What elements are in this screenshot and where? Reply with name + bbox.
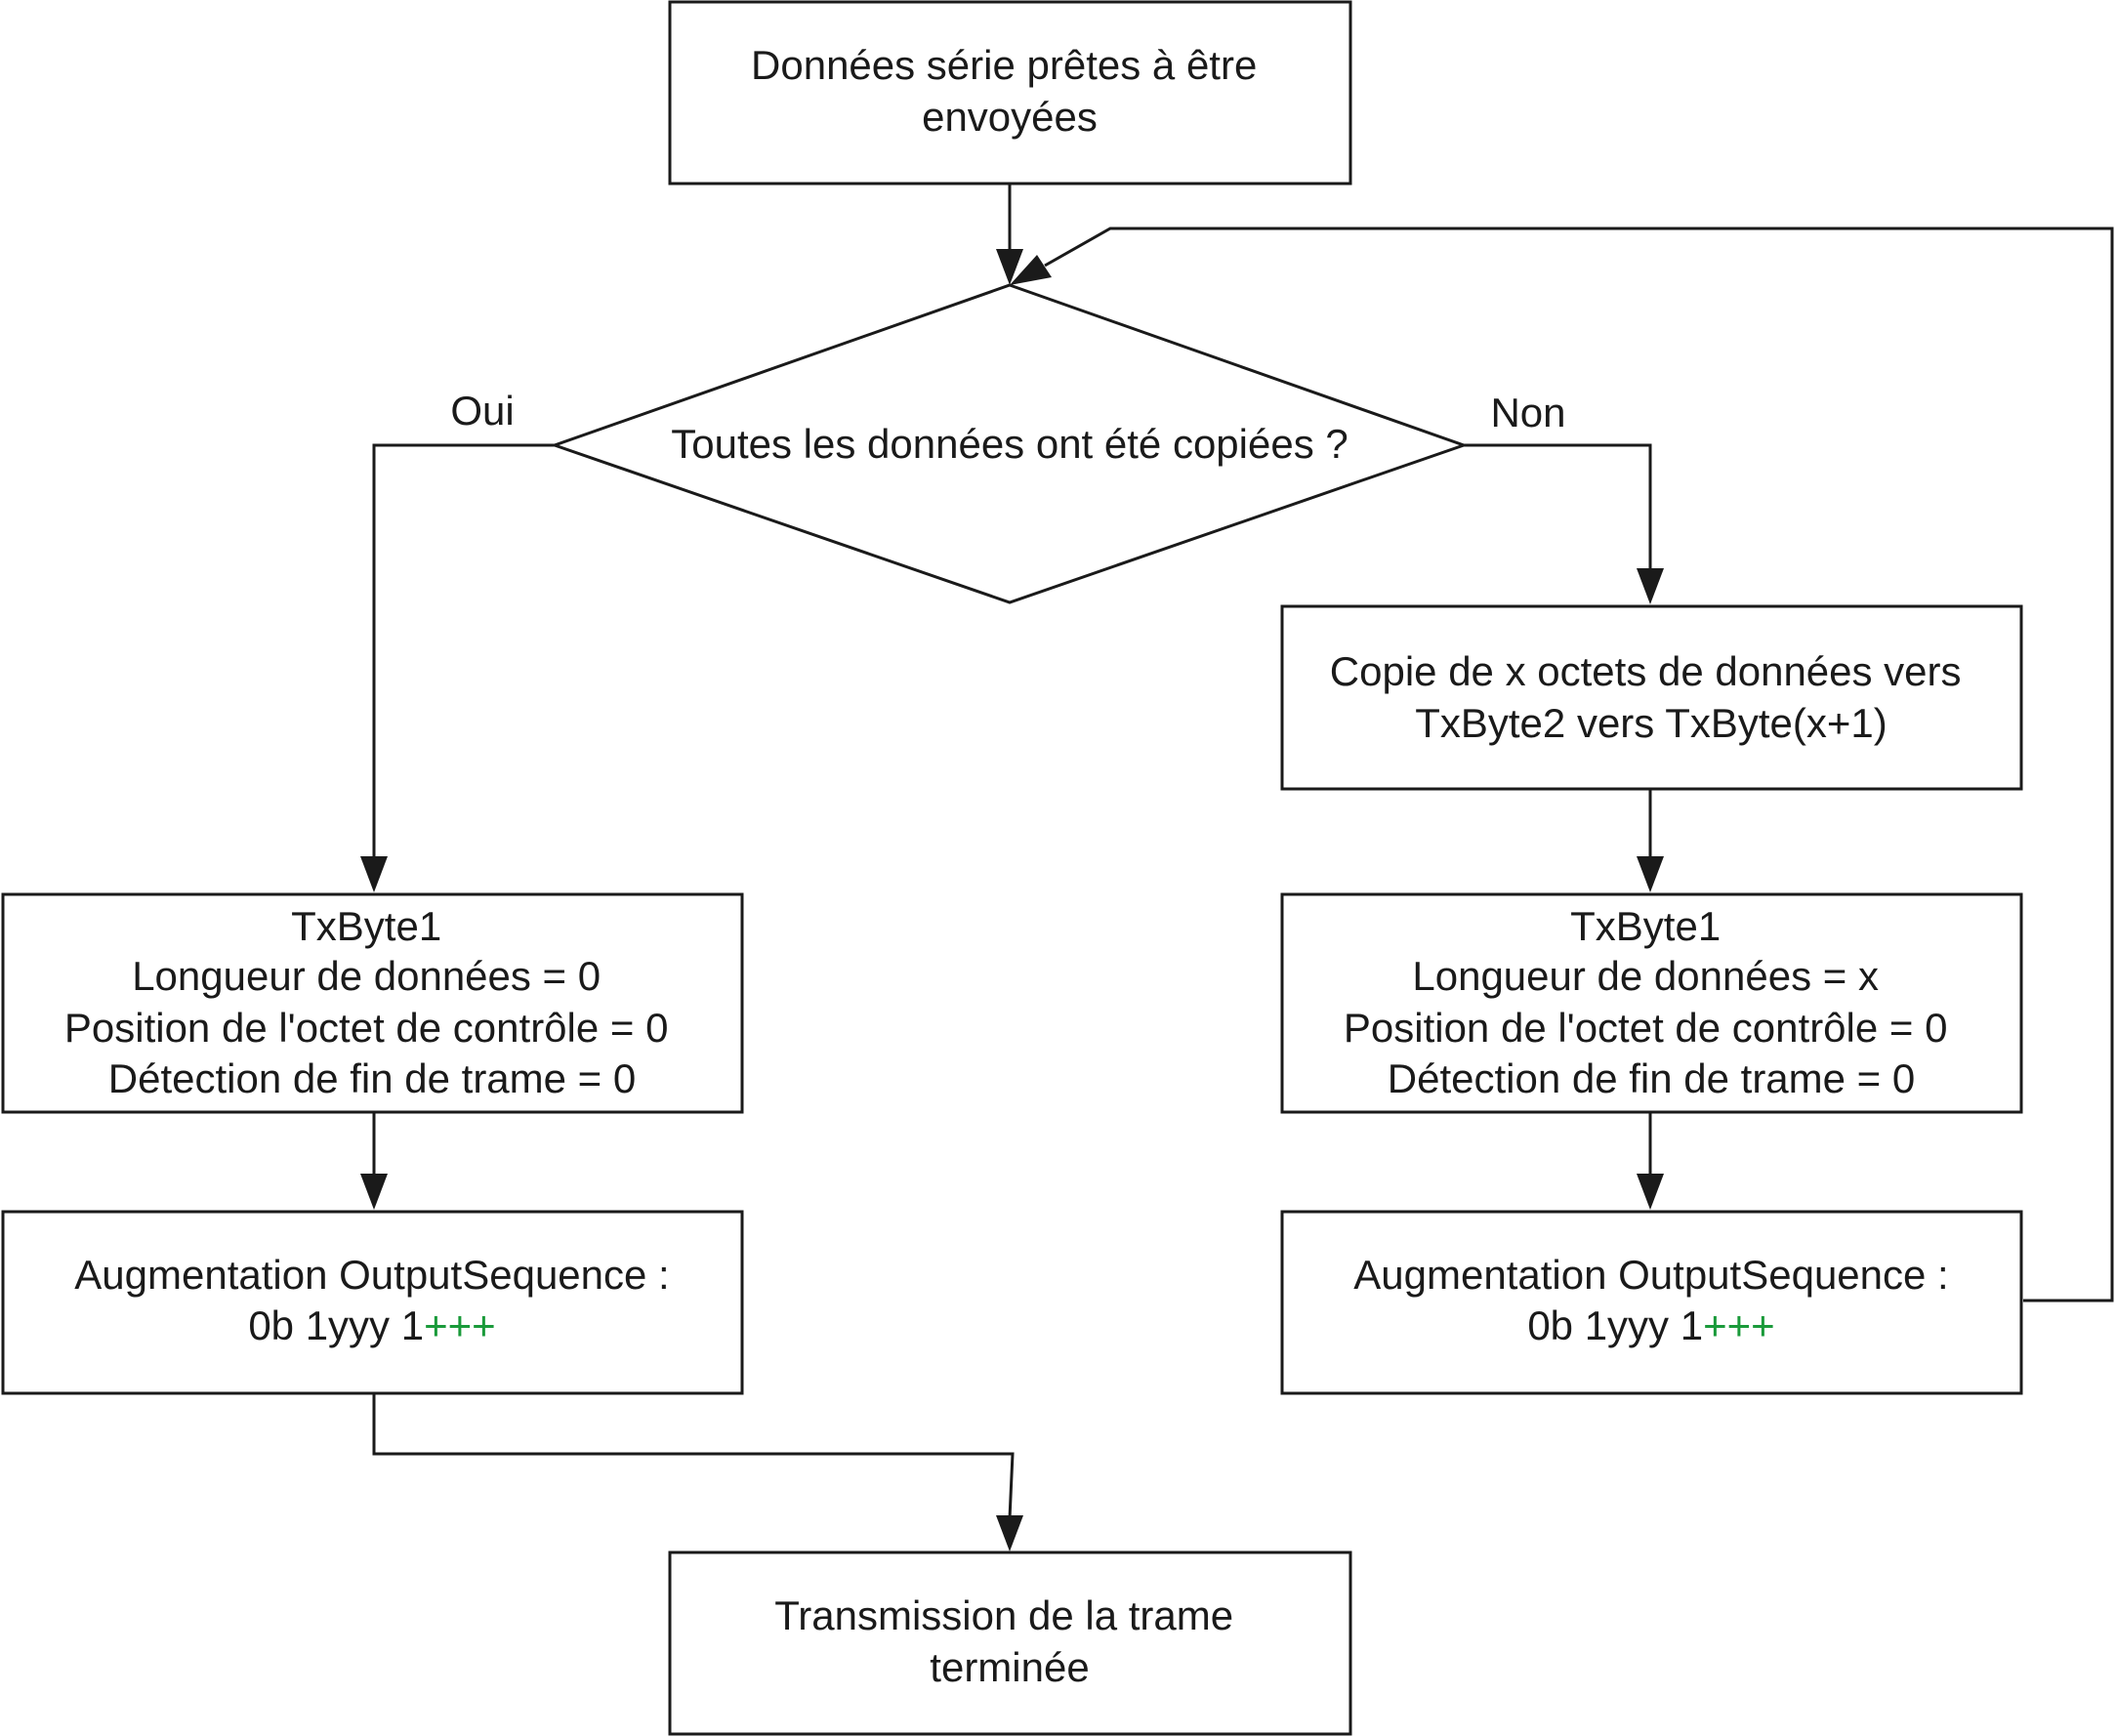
node-seq-left-box bbox=[1, 1210, 744, 1395]
node-txbyte-right-line-2: Longueur de données = x bbox=[1412, 953, 1879, 999]
arrowhead-loop-back bbox=[1010, 255, 1052, 285]
edge-decision-no bbox=[1464, 443, 1652, 571]
node-txbyte-left-line-3: Position de l'octet de contrôle = 0 bbox=[64, 1005, 669, 1051]
node-txbyte-left-box bbox=[1, 892, 744, 1114]
node-copy-line-2: TxByte2 vers TxByte(x+1) bbox=[1415, 700, 1888, 746]
arrowhead-txbyte-right-to-seq-right bbox=[1637, 1174, 1664, 1210]
edge-loop-back-to-decision bbox=[1044, 227, 2114, 1302]
svg-text:Transmission de la trame: Transmission de la trame terminée bbox=[774, 1592, 1245, 1690]
node-decision: Toutes les données ont été copiées ? bbox=[550, 283, 1469, 604]
arrowhead-decision-yes bbox=[360, 856, 388, 892]
node-copy: Copie de x octets de données vers TxByte… bbox=[1280, 604, 2023, 791]
node-seq-right-line-2-accent: +++ bbox=[1703, 1302, 1775, 1348]
node-seq-right-line-2: 0b 1yyy 1+++ bbox=[1527, 1302, 1774, 1348]
node-seq-right-line-2-prefix: 0b 1yyy 1 bbox=[1527, 1302, 1703, 1348]
svg-text:Copie de x octets de données v: Copie de x octets de données vers TxByte… bbox=[1330, 648, 1972, 746]
arrowhead-copy-to-txbyte-right bbox=[1637, 856, 1664, 892]
node-decision-diamond bbox=[550, 283, 1469, 604]
node-txbyte-left-line-4: Détection de fin de trame = 0 bbox=[108, 1055, 636, 1101]
node-txbyte-right-box bbox=[1280, 892, 2023, 1114]
node-copy-line-1: Copie de x octets de données vers bbox=[1330, 648, 1962, 694]
arrowhead-start-to-decision bbox=[996, 249, 1023, 285]
arrowhead-seq-left-to-end bbox=[996, 1515, 1023, 1551]
node-start: Données série prêtes à être envoyées bbox=[668, 0, 1352, 186]
node-end-box bbox=[668, 1550, 1352, 1736]
node-seq-left-line-2-accent: +++ bbox=[424, 1302, 496, 1348]
node-txbyte-right-line-3: Position de l'octet de contrôle = 0 bbox=[1344, 1005, 1948, 1051]
edge-label-no: Non bbox=[1490, 390, 1565, 435]
node-seq-right: Augmentation OutputSequence : 0b 1yyy 1+… bbox=[1280, 1210, 2023, 1395]
arrowhead-decision-no bbox=[1637, 568, 1664, 604]
node-end-line-1: Transmission de la trame bbox=[774, 1592, 1233, 1638]
edge-decision-yes bbox=[372, 443, 555, 859]
node-seq-left-line-2-prefix: 0b 1yyy 1 bbox=[248, 1302, 424, 1348]
node-seq-left-line-1: Augmentation OutputSequence : bbox=[74, 1252, 669, 1298]
node-txbyte-right: TxByte1 Longueur de données = x Position… bbox=[1280, 892, 2023, 1114]
arrowhead-txbyte-left-to-seq-left bbox=[360, 1174, 388, 1210]
edge-label-yes: Oui bbox=[450, 388, 514, 434]
node-txbyte-left-line-2: Longueur de données = 0 bbox=[132, 953, 601, 999]
node-txbyte-right-line-4: Détection de fin de trame = 0 bbox=[1388, 1055, 1915, 1101]
node-txbyte-right-line-1: TxByte1 bbox=[1570, 903, 1721, 949]
svg-text:Données série prêtes à être: Données série prêtes à être envoyées bbox=[751, 42, 1268, 140]
node-decision-text: Toutes les données ont été copiées ? bbox=[671, 421, 1348, 467]
svg-text:TxByte1 Longueur de donn: TxByte1 Longueur de données = x Position… bbox=[1344, 903, 1959, 1101]
node-seq-right-box bbox=[1280, 1210, 2023, 1395]
node-end: Transmission de la trame terminée bbox=[668, 1550, 1352, 1736]
node-seq-left-line-2: 0b 1yyy 1+++ bbox=[248, 1302, 495, 1348]
node-end-line-2: terminée bbox=[930, 1644, 1089, 1690]
node-seq-left: Augmentation OutputSequence : 0b 1yyy 1+… bbox=[1, 1210, 744, 1395]
edges bbox=[360, 184, 2114, 1551]
node-start-box bbox=[668, 0, 1352, 186]
svg-text:TxByte1 Longueur de donn: TxByte1 Longueur de données = 0 Position… bbox=[64, 903, 680, 1101]
node-start-line-2: envoyées bbox=[922, 94, 1098, 140]
node-copy-box bbox=[1280, 604, 2023, 791]
node-start-line-1: Données série prêtes à être bbox=[751, 42, 1257, 88]
edge-seq-left-to-end bbox=[372, 1393, 1015, 1519]
node-txbyte-left-line-1: TxByte1 bbox=[291, 903, 441, 949]
node-txbyte-left: TxByte1 Longueur de données = 0 Position… bbox=[1, 892, 744, 1114]
node-seq-right-line-1: Augmentation OutputSequence : bbox=[1353, 1252, 1948, 1298]
